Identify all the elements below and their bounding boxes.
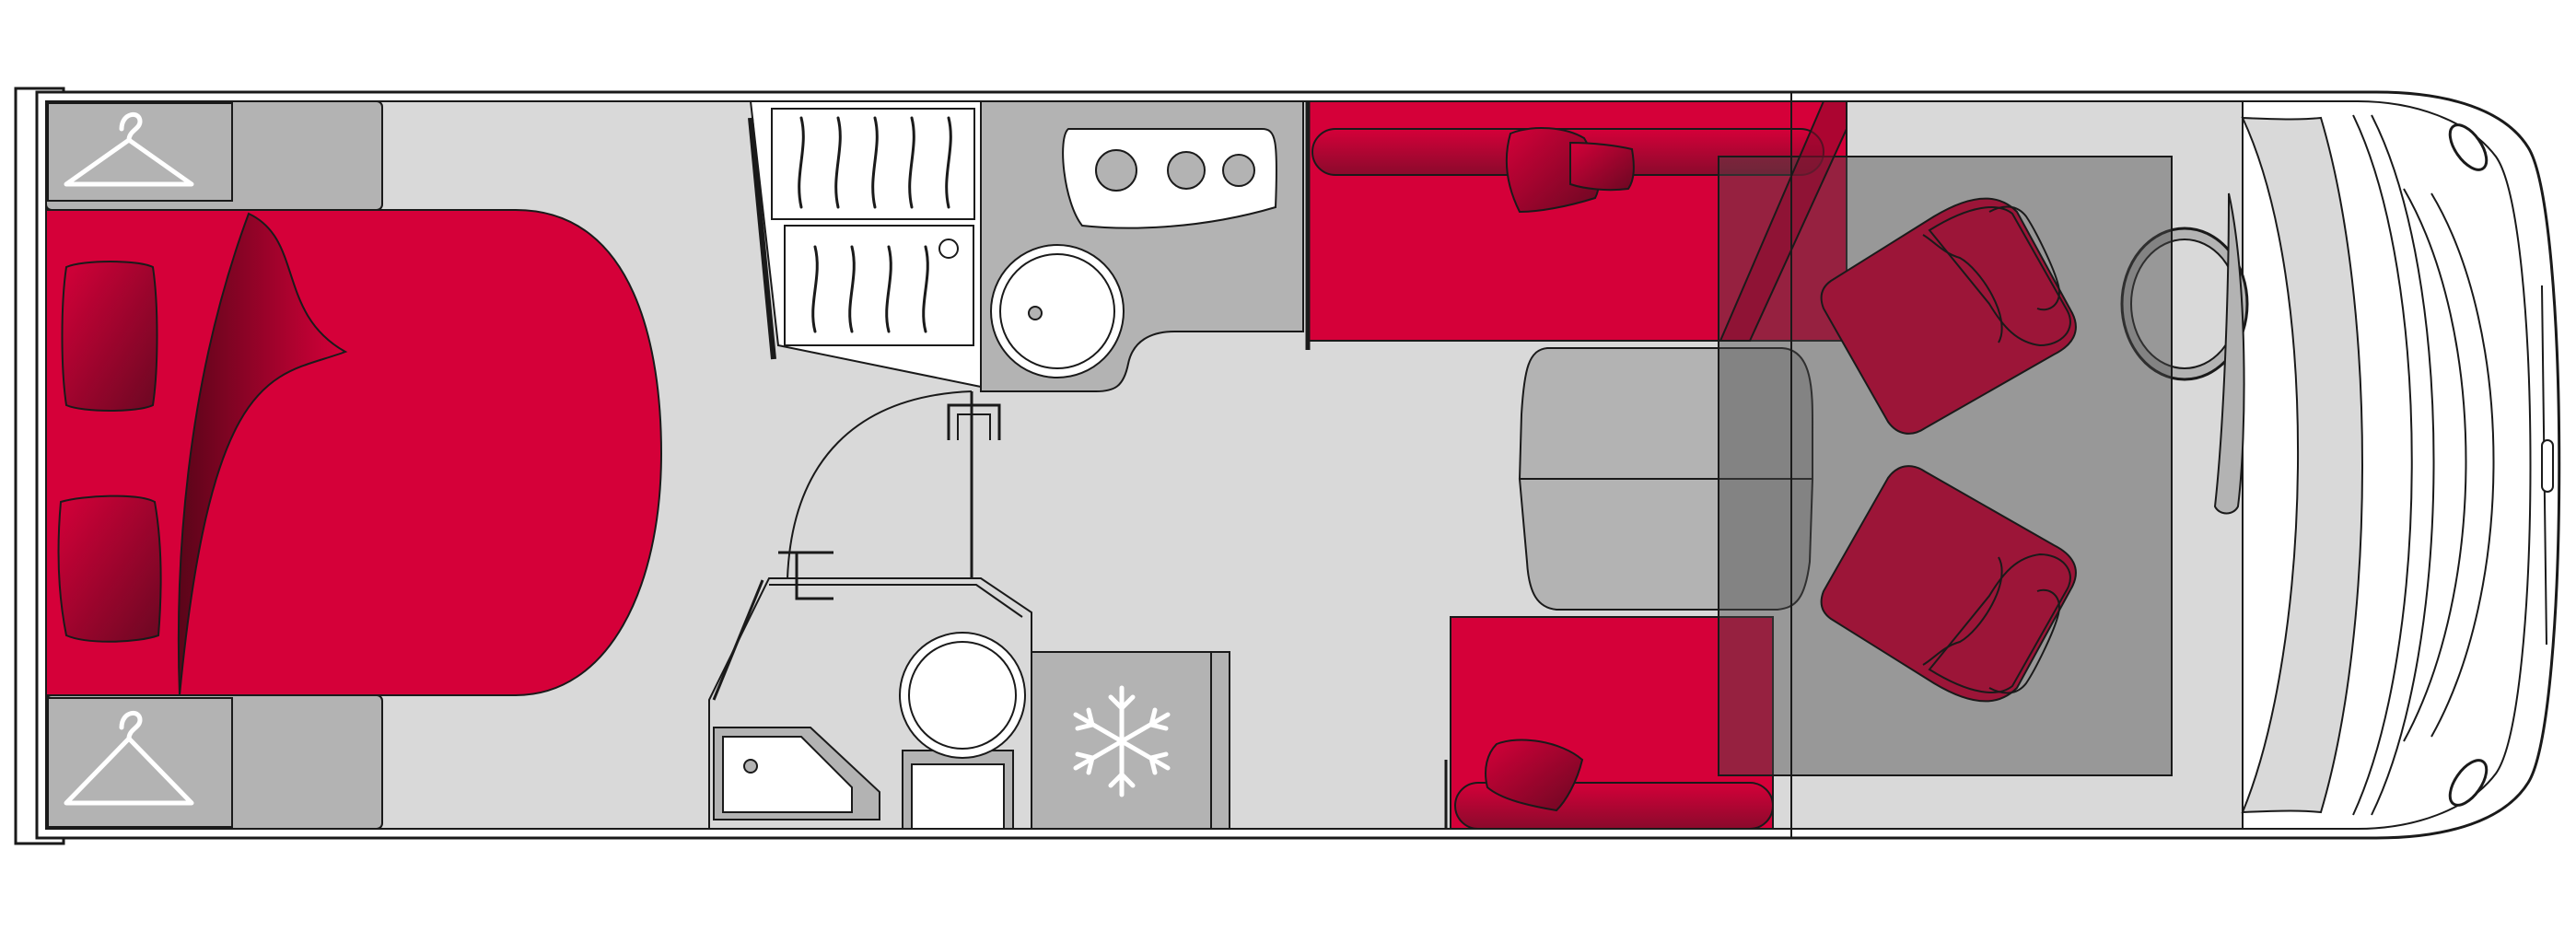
burner xyxy=(1222,154,1255,187)
right-mirror xyxy=(2448,759,2489,807)
bed-pillow xyxy=(61,261,158,412)
steering-wheel-icon xyxy=(2120,192,2249,515)
toilet xyxy=(899,632,1026,830)
cab-area xyxy=(2120,100,2554,830)
shower-tray xyxy=(722,736,853,813)
hob xyxy=(1062,128,1278,229)
bed-pillow xyxy=(57,495,162,643)
island-bed xyxy=(45,209,663,696)
hanger-icon xyxy=(64,711,194,806)
steering-column xyxy=(2213,192,2245,515)
shelving-unit xyxy=(748,100,982,389)
burner xyxy=(1095,149,1137,192)
cushion xyxy=(1485,739,1584,812)
burner xyxy=(1167,151,1206,190)
fridge xyxy=(1031,651,1230,830)
kitchen-sink xyxy=(990,244,1125,378)
captain-seat-passenger xyxy=(1820,465,2077,703)
duvet-fold xyxy=(177,212,348,696)
left-mirror xyxy=(2448,123,2489,171)
bathroom xyxy=(708,390,1032,830)
rear-wardrobe-bottom xyxy=(45,694,383,830)
kitchen-block xyxy=(980,100,1304,392)
hanger-icon xyxy=(64,112,194,187)
dinette-seat-cushions xyxy=(1518,347,1814,611)
captain-seat-driver xyxy=(1820,197,2077,435)
rear-wardrobe-top xyxy=(45,100,383,211)
cushion xyxy=(1569,141,1635,192)
door-swing-arc xyxy=(787,390,973,579)
drain xyxy=(1028,306,1043,320)
dashboard xyxy=(2241,116,2363,814)
snowflake-icon xyxy=(1073,685,1171,797)
